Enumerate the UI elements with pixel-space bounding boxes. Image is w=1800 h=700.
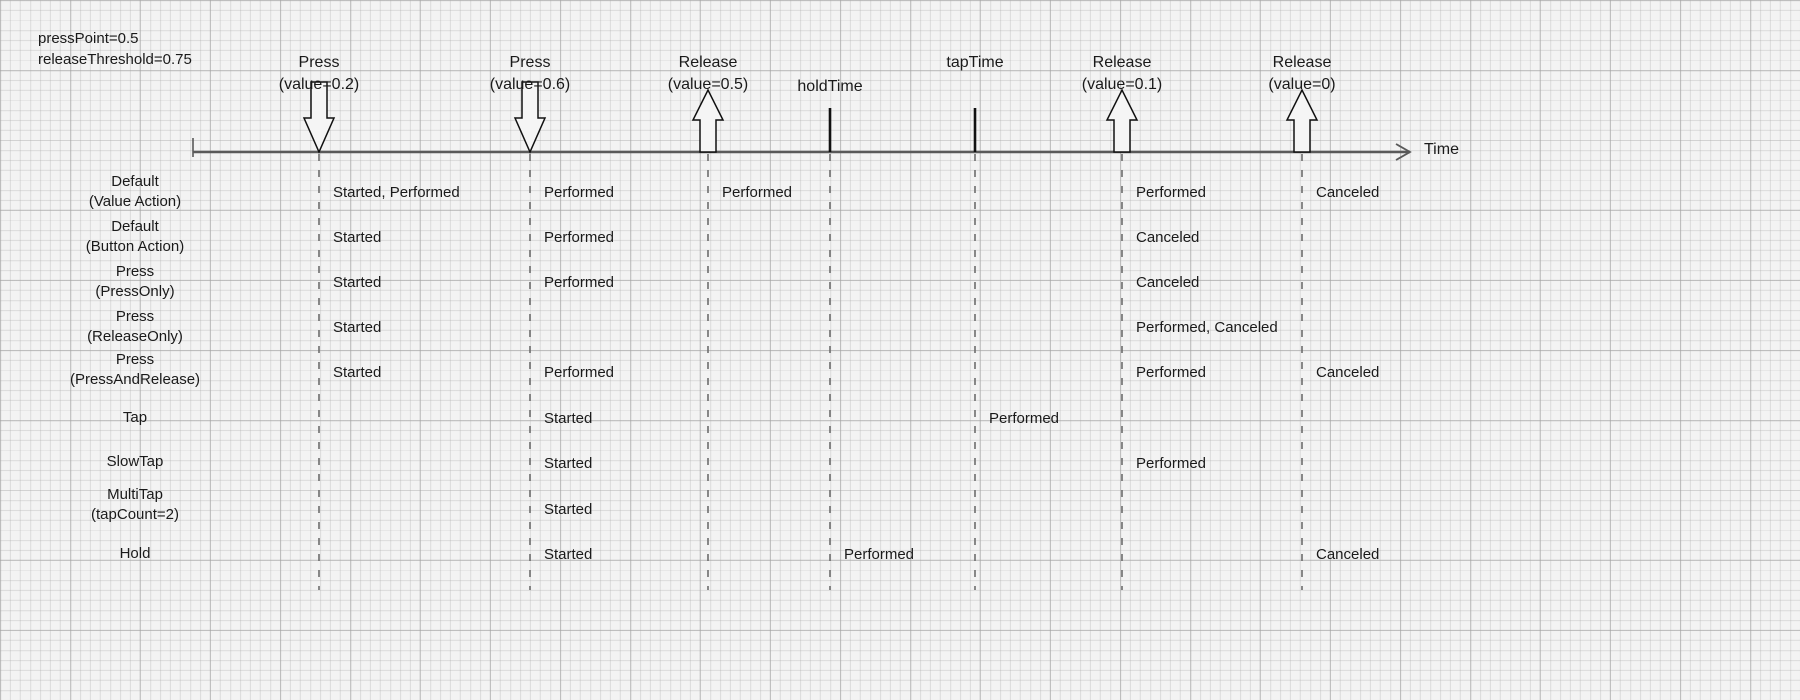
row-label-press-releaseonly: Press (ReleaseOnly) [87,308,183,345]
press-arrow-press-2 [513,81,547,154]
cell-press-pressonly-release-2: Canceled [1136,274,1200,291]
row-label-hold: Hold [119,545,151,562]
row-label-press-pressonly: Press (PressOnly) [95,263,175,300]
cell-default-button-action-press-2: Performed [544,229,615,246]
cell-press-pressandrelease-press-1: Started [333,364,382,381]
cell-slowtap-press-2: Started [544,455,593,472]
cell-hold-hold-time: Performed [844,546,915,563]
label-line-1: Release [1272,54,1332,71]
cell-hold-release-3: Canceled [1316,546,1380,563]
row-label-multitap: MultiTap (tapCount=2) [91,486,179,523]
cell-default-value-action-release-2: Performed [1136,184,1207,201]
release-arrow-release-3 [1285,88,1319,153]
cell-press-pressandrelease-press-2: Performed [544,364,615,381]
cell-tap-press-2: Started [544,410,593,427]
label-line-2: (value=0.2) [278,76,360,93]
label-line-2: (value=0.6) [489,76,571,93]
label-line-1: tapTime [946,54,1004,71]
cell-press-pressonly-press-1: Started [333,274,382,291]
label-line-1: Press [509,54,551,71]
row-label-default-value-action: Default (Value Action) [88,173,182,210]
cell-default-button-action-press-1: Started [333,229,382,246]
cell-default-button-action-release-2: Canceled [1136,229,1200,246]
parameters-note: pressPoint=0.5 releaseThreshold=0.75 [38,30,192,68]
axis-caption-time: Time [1424,141,1459,158]
cell-slowtap-release-2: Performed [1136,455,1207,472]
label-line-1: Release [1092,54,1152,71]
cell-tap-tap-time: Performed [989,410,1060,427]
cell-default-value-action-release-3: Canceled [1316,184,1380,201]
label-line-2: (value=0.5) [667,76,749,93]
cell-multitap-press-2: Started [544,501,593,518]
event-label-press-1: Press (value=0.2) [279,52,360,96]
cell-press-pressandrelease-release-2: Performed [1136,364,1207,381]
row-label-default-button-action: Default (Button Action) [85,218,185,255]
row-label-tap: Tap [122,409,148,426]
cell-default-value-action-press-1: Started, Performed [333,184,460,201]
event-label-release-2: Release (value=0.1) [1082,52,1163,96]
cell-default-value-action-press-2: Performed [544,184,615,201]
cell-press-releaseonly-press-1: Started [333,319,382,336]
release-arrow-release-1 [691,88,725,153]
marker-label-tap-time: tapTime [946,52,1003,74]
time-axis-arrowhead [1395,143,1412,161]
event-label-release-3: Release (value=0) [1268,52,1335,96]
label-line-1: Release [678,54,738,71]
event-label-press-2: Press (value=0.6) [490,52,571,96]
cell-press-pressandrelease-release-3: Canceled [1316,364,1380,381]
row-label-slowtap: SlowTap [106,453,164,470]
row-label-press-pressandrelease: Press (PressAndRelease) [69,351,201,388]
label-line-2: (value=0.1) [1081,76,1163,93]
label-line-1: Press [298,54,340,71]
cell-default-value-action-release-1: Performed [722,184,793,201]
cell-hold-press-2: Started [544,546,593,563]
marker-label-hold-time: holdTime [797,76,862,98]
label-line-2: (value=0) [1268,76,1336,93]
label-line-1: holdTime [797,78,863,95]
press-arrow-press-1 [302,81,336,154]
cell-press-pressonly-press-2: Performed [544,274,615,291]
cell-press-releaseonly-release-2: Performed, Canceled [1136,319,1278,336]
event-label-release-1: Release (value=0.5) [668,52,749,96]
release-arrow-release-2 [1105,88,1139,153]
